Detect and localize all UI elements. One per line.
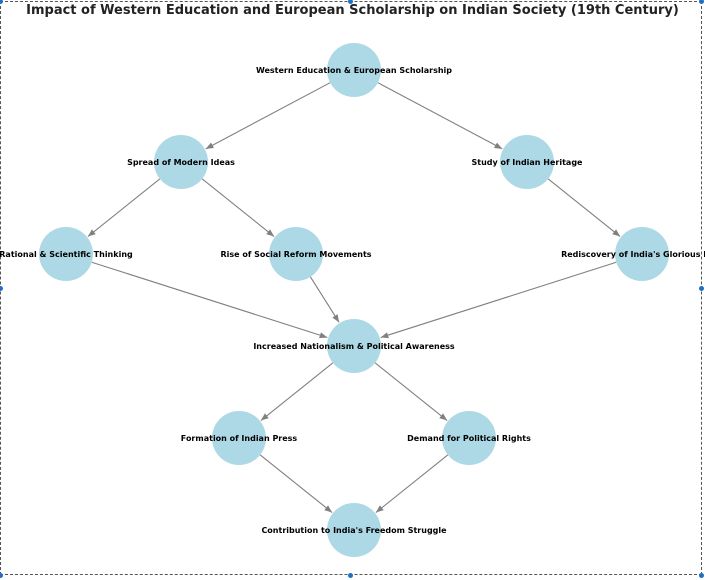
node-label: Spread of Modern Ideas [127,158,235,167]
diagram-title: Impact of Western Education and European… [26,3,679,18]
node-n8[interactable]: Demand for Political Rights [407,411,531,465]
node-n9[interactable]: Contribution to India's Freedom Struggle [261,503,447,557]
node-label: Contribution to India's Freedom Struggle [261,526,447,535]
edge-n4-to-n6 [309,276,340,323]
node-n2[interactable]: Study of Indian Heritage [472,135,584,189]
node-n3[interactable]: Rational & Scientific Thinking [0,227,133,281]
node-circle[interactable] [212,411,266,465]
resize-handle-top-left[interactable] [0,0,3,4]
node-circle[interactable] [442,411,496,465]
edge-n8-to-n9 [375,454,449,513]
edge-n1-to-n3 [87,178,161,237]
edges-layer [87,82,621,513]
edge-n0-to-n1 [205,82,331,150]
node-n7[interactable]: Formation of Indian Press [181,411,298,465]
node-circle[interactable] [269,227,323,281]
node-label: Western Education & European Scholarship [256,66,452,75]
edge-n6-to-n8 [374,362,448,421]
resize-handle-bottom-right[interactable] [699,573,704,578]
node-label: Rediscovery of India's Glorious Past [561,250,705,259]
node-n0[interactable]: Western Education & European Scholarship [256,43,452,97]
node-n4[interactable]: Rise of Social Reform Movements [220,227,372,281]
edge-n3-to-n6 [91,261,328,339]
resize-handle-top-right[interactable] [699,0,704,4]
edge-n7-to-n9 [259,454,333,513]
edge-n6-to-n7 [260,362,334,421]
node-circle[interactable] [154,135,208,189]
resize-handle-middle-left[interactable] [0,286,3,291]
edge-n1-to-n4 [201,178,275,237]
node-circle[interactable] [327,319,381,373]
edge-n0-to-n2 [377,82,503,150]
node-circle[interactable] [327,43,381,97]
node-n5[interactable]: Rediscovery of India's Glorious Past [561,227,705,281]
resize-handle-bottom-left[interactable] [0,573,3,578]
edge-n2-to-n5 [547,178,621,237]
node-circle[interactable] [39,227,93,281]
node-circle[interactable] [327,503,381,557]
edge-n5-to-n6 [380,261,617,339]
node-circle[interactable] [500,135,554,189]
node-label: Increased Nationalism & Political Awaren… [253,342,455,351]
node-label: Rise of Social Reform Movements [220,250,371,259]
resize-handle-top-center[interactable] [348,0,353,4]
node-circle[interactable] [615,227,669,281]
node-n6[interactable]: Increased Nationalism & Political Awaren… [253,319,455,373]
nodes-layer: Western Education & European Scholarship… [0,43,705,557]
node-label: Study of Indian Heritage [472,158,584,167]
node-n1[interactable]: Spread of Modern Ideas [127,135,235,189]
node-label: Demand for Political Rights [407,434,531,443]
node-label: Rational & Scientific Thinking [0,250,133,259]
resize-handle-middle-right[interactable] [699,286,704,291]
resize-handle-bottom-center[interactable] [348,573,353,578]
node-label: Formation of Indian Press [181,434,298,443]
